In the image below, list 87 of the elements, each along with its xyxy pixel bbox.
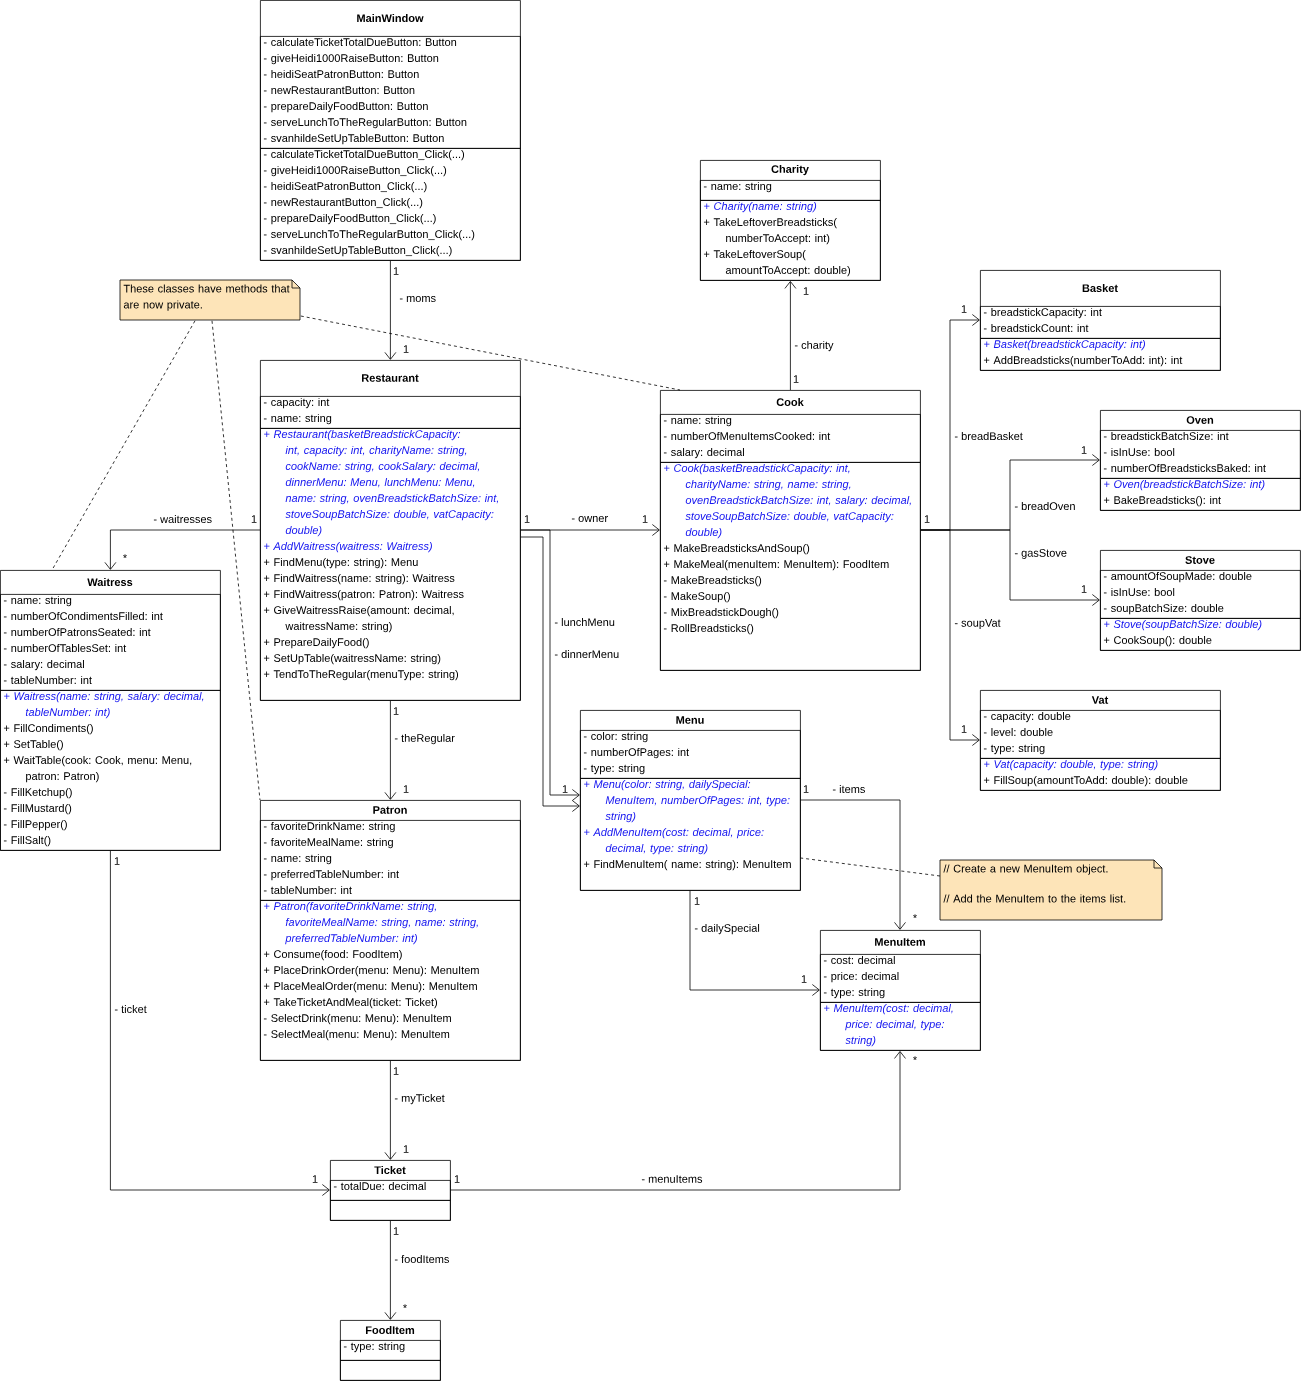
operation-compartment: + Waitress(name: string, salary: decimal, tableNumber: int) + FillCondiments() + SetTable() + WaitTable(cook: Cook, menu: Menu, patron: Patron) - FillKetchup() - FillMustard() - FillPepper() - FillSalt() [0, 690, 221, 851]
association-arrow [384, 700, 397, 800]
multiplicity-label: 1 [114, 857, 120, 865]
association-arrow [450, 1051, 906, 1191]
association-arrow [110, 850, 330, 1196]
note-box: These classes have methods that are now private. [119, 279, 301, 321]
association-arrow [800, 799, 906, 930]
multiplicity-label: 1 [393, 1227, 399, 1235]
attribute-compartment: - amountOfSoupMade: double - isInUse: bool - soupBatchSize: double [1100, 570, 1301, 619]
multiplicity-label: 1 [403, 785, 409, 793]
multiplicity-label: 1 [562, 785, 568, 793]
multiplicity-label: * [123, 554, 127, 559]
operation-compartment: - calculateTicketTotalDueButton_Click(...) - giveHeidi1000RaiseButton_Click(...) - heidiSeatPatronButton_Click(...) - newRestaurantButton_Click(...) - prepareDailyFoodButton_Click(...) - serveLunchToTheRegularButton_Click(...) - svanhildeSetUpTableButton_Click(...) [260, 148, 521, 261]
role-label: - waitresses [152, 513, 214, 525]
operation-compartment: + Restaurant(basketBreadstickCapacity: int, capacity: int, charityName: string, cookName: string, cookSalary: decimal, dinnerMenu: Menu, lunchMenu: Menu, name: string, ovenBreadstickBatchSize: int, stoveSoupBatchSize: double, vatCapacity: double) + AddWaitress(waitress: Waitress) + FindMenu(type: string): Menu + FindWaitress(name: string): Waitress + FindWaitress(patron: Patron): Waitress + GiveWaitressRaise(amount: decimal, waitressName: string) + PrepareDailyFood() + SetUpTable(waitressName: string) + TendToTheRegular(menuType: string) [260, 428, 521, 701]
multiplicity-label: 1 [393, 1067, 399, 1075]
multiplicity-label: 1 [642, 515, 648, 523]
association-arrow [384, 1060, 397, 1160]
operation-compartment: + Patron(favoriteDrinkName: string, favoriteMealName: string, name: string, preferredTableNumber: int) + Consume(food: FoodItem) + PlaceDrinkOrder(menu: Menu): MenuItem + PlaceMealOrder(menu: Menu): MenuItem + TakeTicketAndMeal(ticket: Ticket) - SelectDrink(menu: Menu): MenuItem - SelectMeal(menu: Menu): MenuItem [260, 900, 521, 1061]
role-label: - owner [570, 515, 610, 523]
empty-compartment [330, 1200, 451, 1221]
operation-compartment: + Basket(breadstickCapacity: int) + AddBreadsticks(numberToAdd: int): int [980, 338, 1221, 371]
association-arrow [384, 1220, 397, 1320]
association-arrow [689, 890, 820, 996]
multiplicity-label: 1 [961, 305, 967, 313]
multiplicity-label: 1 [454, 1175, 460, 1183]
note-connector [800, 857, 941, 877]
association-arrow [920, 529, 980, 746]
attribute-compartment: - cost: decimal - price: decimal - type: string [820, 954, 981, 1003]
multiplicity-label: 1 [393, 707, 399, 715]
operation-compartment: + Charity(name: string) + TakeLeftoverBreadsticks( numberToAccept: int) + TakeLeftoverSoup( amountToAccept: double) [700, 200, 881, 281]
role-label: - foodItems [393, 1253, 451, 1265]
role-label: - charity [793, 339, 835, 353]
operation-compartment: + Stove(soupBatchSize: double) + CookSoup(): double [1100, 618, 1301, 651]
role-label: - ticket [113, 1003, 148, 1015]
multiplicity-label: 1 [403, 1145, 409, 1153]
association-arrow [784, 281, 797, 391]
role-label: - breadOven [1013, 500, 1077, 512]
multiplicity-label: 1 [403, 345, 409, 353]
role-label: - moms [398, 295, 438, 303]
multiplicity-label: * [913, 914, 917, 919]
attribute-compartment: - capacity: double - level: double - type: string [980, 710, 1221, 759]
operation-compartment: + Menu(color: string, dailySpecial: MenuItem, numberOfPages: int, type: string) + AddMenuItem(cost: decimal, price: decimal, type: string) + FindMenuItem( name: string): MenuItem [580, 778, 801, 891]
operation-compartment: + MenuItem(cost: decimal, price: decimal, type: string) [820, 1002, 981, 1051]
multiplicity-label: 1 [1081, 585, 1087, 593]
multiplicity-label: 1 [961, 725, 967, 733]
multiplicity-label: 1 [793, 375, 799, 383]
attribute-compartment: - calculateTicketTotalDueButton: Button - giveHeidi1000RaiseButton: Button - heidiSeatPatronButton: Button - newRestaurantButton: Button - prepareDailyFoodButton: Button - serveLunchToTheRegularButton: Button - svanhildeSetUpTableButton: Button [260, 36, 521, 149]
multiplicity-label: 1 [801, 975, 807, 983]
role-label: - dailySpecial [693, 922, 761, 936]
attribute-compartment: - name: string [700, 180, 881, 201]
attribute-compartment: - name: string - numberOfMenuItemsCooked: int - salary: decimal [660, 414, 921, 463]
multiplicity-label: 1 [924, 515, 930, 523]
multiplicity-label: 1 [1081, 446, 1087, 454]
operation-compartment: + Cook(basketBreadstickCapacity: int, charityName: string, name: string, ovenBreadstickBatchSize: int, salary: decimal, stoveSoupBatchSize: double, vatCapacity: double) + MakeBreadsticksAndSoup() + MakeMeal(menuItem: MenuItem): FoodItem - MakeBreadsticks() - MakeSoup() - MixBreadstickDough() - RollBreadsticks() [660, 462, 921, 671]
role-label: - soupVat [953, 618, 1002, 630]
role-label: - menuItems [640, 1174, 704, 1184]
multiplicity-label: 1 [393, 267, 399, 275]
role-label: - gasStove [1013, 548, 1068, 560]
role-label: - myTicket [393, 1092, 446, 1106]
multiplicity-label: * [403, 1304, 407, 1309]
multiplicity-label: 1 [312, 1175, 318, 1183]
attribute-compartment: - capacity: int - name: string [260, 396, 521, 429]
note-connector [211, 320, 261, 801]
multiplicity-label: 1 [251, 515, 257, 523]
attribute-compartment: - totalDue: decimal [330, 1180, 451, 1201]
association-arrow [384, 260, 397, 360]
association-arrow [104, 529, 261, 570]
attribute-compartment: - breadstickBatchSize: int - isInUse: bool - numberOfBreadsticksBaked: int [1100, 430, 1301, 479]
role-label: - breadBasket [953, 430, 1024, 442]
role-label: - items [831, 783, 867, 795]
note-box: // Create a new MenuItem object. // Add the MenuItem to the items list. [939, 859, 1163, 921]
note-connector [300, 315, 681, 391]
empty-compartment [340, 1360, 441, 1381]
multiplicity-label: 1 [803, 785, 809, 793]
role-label: - theRegular [393, 732, 456, 746]
operation-compartment: + Oven(breadstickBatchSize: int) + BakeBreadsticks(): int [1100, 478, 1301, 511]
operation-compartment: + Vat(capacity: double, type: string) + FillSoup(amountToAdd: double): double [980, 758, 1221, 791]
multiplicity-label: 1 [694, 897, 700, 905]
attribute-compartment: - name: string - numberOfCondimentsFilled: int - numberOfPatronsSeated: int - numberOfTablesSet: int - salary: decimal - tableNumber: int [0, 594, 221, 691]
attribute-compartment: - favoriteDrinkName: string - favoriteMealName: string - name: string - preferredTableNumber: int - tableNumber: int [260, 820, 521, 901]
multiplicity-label: 1 [524, 515, 530, 523]
attribute-compartment: - type: string [340, 1340, 441, 1361]
attribute-compartment: - color: string - numberOfPages: int - type: string [580, 730, 801, 779]
role-label: - lunchMenu [553, 616, 616, 628]
role-label: - dinnerMenu [553, 648, 621, 660]
attribute-compartment: - breadstickCapacity: int - breadstickCount: int [980, 306, 1221, 339]
